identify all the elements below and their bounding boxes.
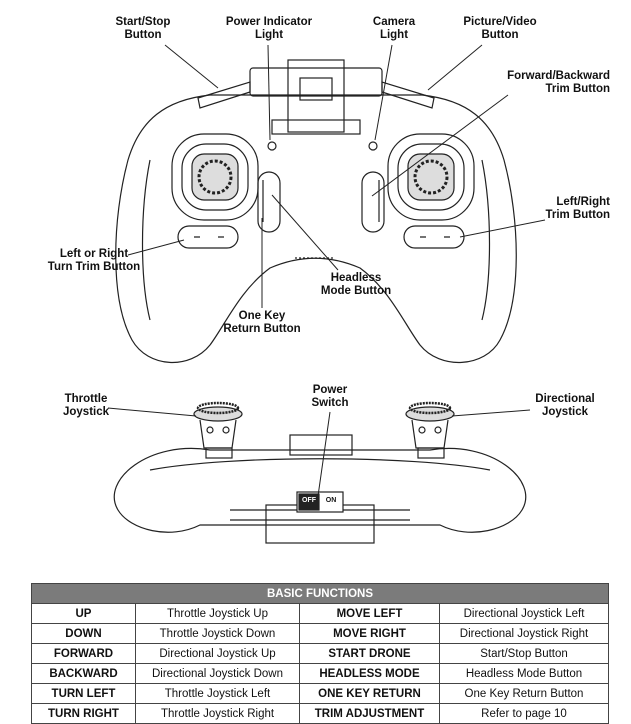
function-control-cell: Directional Joystick Down <box>135 663 300 684</box>
throttle-joystick-label: Throttle Joystick <box>62 393 110 418</box>
turn-trim-label: Left or Right Turn Trim Button <box>47 248 141 273</box>
function-name-cell: UP <box>31 603 136 624</box>
function-control-cell: Throttle Joystick Left <box>135 683 300 704</box>
function-control-cell: Start/Stop Button <box>439 643 609 664</box>
function-name-cell: MOVE LEFT <box>299 603 440 624</box>
picture-video-label: Picture/Video Button <box>463 16 537 41</box>
switch-off-text: OFF <box>302 497 316 504</box>
start-stop-label: Start/Stop Button <box>115 16 171 41</box>
function-control-cell: Refer to page 10 <box>439 703 609 724</box>
function-name-cell: START DRONE <box>299 643 440 664</box>
function-control-cell: Throttle Joystick Down <box>135 623 300 644</box>
function-name-cell: MOVE RIGHT <box>299 623 440 644</box>
function-control-cell: Directional Joystick Right <box>439 623 609 644</box>
forward-backward-trim-label: Forward/Backward Trim Button <box>507 70 610 95</box>
function-name-cell: TRIM ADJUSTMENT <box>299 703 440 724</box>
function-control-cell: Throttle Joystick Up <box>135 603 300 624</box>
function-name-cell: TURN LEFT <box>31 683 136 704</box>
power-indicator-label: Power Indicator Light <box>225 16 313 41</box>
function-name-cell: TURN RIGHT <box>31 703 136 724</box>
function-name-cell: FORWARD <box>31 643 136 664</box>
controller-top-view <box>115 59 517 364</box>
function-name-cell: ONE KEY RETURN <box>299 683 440 704</box>
headless-label: Headless Mode Button <box>320 272 392 297</box>
callout-lines-front <box>107 407 531 497</box>
camera-light-label: Camera Light <box>372 16 416 41</box>
function-control-cell: Directional Joystick Left <box>439 603 609 624</box>
function-control-cell: Headless Mode Button <box>439 663 609 684</box>
function-name-cell: BACKWARD <box>31 663 136 684</box>
directional-joystick-label: Directional Joystick <box>535 393 595 418</box>
function-control-cell: Directional Joystick Up <box>135 643 300 664</box>
one-key-return-label: One Key Return Button <box>223 310 301 335</box>
function-control-cell: Throttle Joystick Right <box>135 703 300 724</box>
function-control-cell: One Key Return Button <box>439 683 609 704</box>
function-name-cell: HEADLESS MODE <box>299 663 440 684</box>
controller-front-view <box>113 401 527 544</box>
function-name-cell: DOWN <box>31 623 136 644</box>
table-title: BASIC FUNCTIONS <box>31 583 609 604</box>
switch-on-text: ON <box>325 497 337 504</box>
power-switch-label: Power Switch <box>311 384 349 409</box>
left-right-trim-label: Left/Right Trim Button <box>545 196 610 221</box>
callout-lines-top <box>127 44 546 308</box>
